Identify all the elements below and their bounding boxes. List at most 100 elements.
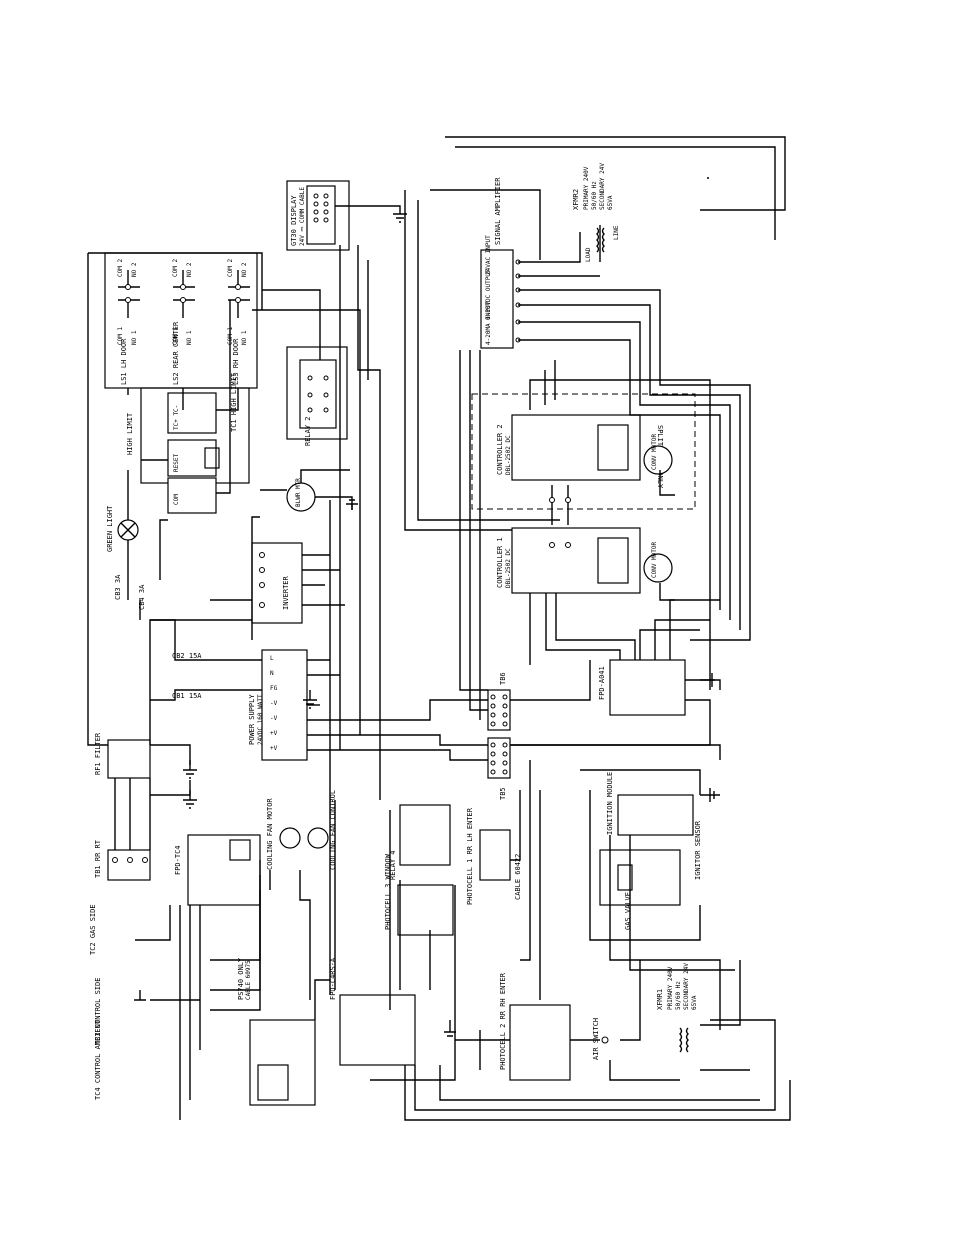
svg-text:RESET: RESET [173,454,180,472]
svg-text:IGNITOR SENSOR: IGNITOR SENSOR [694,820,702,880]
fpd-a041: FPD-A041 [598,659,686,716]
fpd-tc4: FPD-TC4 [174,834,261,906]
signal-amp-label: SIGNAL AMPLIFIER [494,177,502,245]
svg-text:DBL-2502 DC: DBL-2502 DC [505,548,512,588]
svg-text:-V: -V [270,700,278,707]
xfmr2-transformer: XFMR2 PRIMARY 240V 50/60 Hz SECONDARY 24… [572,163,620,262]
svg-text:BLWR MTR: BLWR MTR [295,478,302,507]
svg-text:TB6: TB6 [499,672,507,685]
controller2-label: CONTROLLER 2 [496,424,504,475]
rf1-filter: RF1 FILTER [94,732,151,779]
svg-text:IGNITION MODULE: IGNITION MODULE [606,772,614,835]
svg-text:FPD-C4RS-A: FPD-C4RS-A [329,957,337,1000]
svg-text:CONV MOTOR: CONV MOTOR [651,433,658,470]
svg-text:LINE: LINE [613,225,620,240]
svg-text:N: N [270,670,274,677]
tc3-label: TC3 CONTROL SIDE [94,978,102,1045]
gt30-sub: 24V ⎓ COMM CABLE [299,187,306,246]
connector-pins [112,497,571,863]
high-limit-module: TC+ TC- RESET COM HIGH LIMIT TC1 HIGH LI… [126,372,250,514]
controller-1: CONTROLLER 1 DBL-2502 DC CONV MOTOR [496,527,673,594]
svg-text:+V: +V [270,730,278,737]
svg-text:LOAD: LOAD [585,247,592,262]
relay-2: RELAY 2 [286,346,348,446]
tc1-label: TC1 HIGH LIMIT [230,372,238,432]
high-limit-label: HIGH LIMIT [126,412,134,455]
photocell-3: PHOTOCELL 3 WINDOW [384,853,454,936]
cb2-label: CB2 15A [172,652,202,660]
relay2-label: RELAY 2 [304,416,312,446]
cb1-label: CB1 15A [172,692,202,700]
svg-text:-V: -V [270,715,278,722]
inverter-label: INVERTER [282,575,290,610]
fpd-a041-label: FPD-A041 [598,666,606,700]
svg-text:COM 2: COM 2 [117,259,124,277]
ls2-label: LS2 REAR CENTER [172,321,180,385]
svg-text:PHOTOCELL 3 WINDOW: PHOTOCELL 3 WINDOW [384,853,392,930]
photocell-2: PHOTOCELL 2 RR RH ENTER [499,972,571,1081]
wiring [87,136,791,1121]
svg-text:SECONDARY 24V: SECONDARY 24V [599,163,606,210]
svg-text:24VAC INPUT: 24VAC INPUT [485,235,492,275]
svg-text:65VA: 65VA [691,995,698,1010]
svg-text:50/60 Hz: 50/60 Hz [591,181,598,210]
svg-text:FPD-TC4: FPD-TC4 [174,845,182,875]
xfmr2-label: XFMR2 [572,189,580,210]
svg-text:PRIMARY 240V: PRIMARY 240V [667,966,674,1010]
svg-text:24VDC 160 WATT: 24VDC 160 WATT [257,694,264,745]
svg-text:SECONDARY 24V: SECONDARY 24V [683,963,690,1010]
ls1-label: LS1 LH DOOR [120,338,128,385]
svg-text:TB1 RR RT: TB1 RR RT [94,839,102,878]
svg-text:XFMR1: XFMR1 [656,989,664,1010]
svg-text:L: L [270,655,274,662]
svg-text:4-20MA INPUT: 4-20MA INPUT [485,301,492,345]
svg-text:NO 2: NO 2 [131,262,138,277]
svg-text:NO 2: NO 2 [241,262,248,277]
cb3-label: CB3 3A [114,574,122,600]
power-supply-label: POWER SUPPLY [248,694,256,745]
svg-text:FG: FG [270,685,278,692]
svg-text:NO 2: NO 2 [186,262,193,277]
svg-text:TC+ TC-: TC+ TC- [173,405,180,430]
svg-text:NO 1: NO 1 [186,330,193,345]
svg-text:DBL-2502 DC: DBL-2502 DC [505,435,512,475]
tc2-label: TC2 GAS SIDE [89,904,97,955]
svg-text:CABLE 60422: CABLE 60422 [514,854,522,900]
svg-text:0-10VDC OUTPUT: 0-10VDC OUTPUT [485,269,492,320]
svg-text:COM 2: COM 2 [172,259,179,277]
green-light: GREEN LIGHT [106,505,139,552]
svg-text:TB5: TB5 [499,787,507,800]
svg-text:CABLE 60975: CABLE 60975 [245,960,252,1000]
svg-text:COM 2: COM 2 [227,259,234,277]
svg-text:PHOTOCELL 2 RR RH ENTER: PHOTOCELL 2 RR RH ENTER [499,972,507,1070]
svg-text:GAS VALVE: GAS VALVE [624,892,632,930]
svg-text:COM: COM [173,494,180,505]
rf1-label: RF1 FILTER [94,732,102,775]
cooling-fan-control-label: COOLING FAN CONTROL [329,790,337,870]
svg-text:PRIMARY 240V: PRIMARY 240V [583,166,590,210]
tb6: TB6 [487,672,511,731]
svg-text:NO 1: NO 1 [241,330,248,345]
svg-text:PHOTOCELL 1 RR LH ENTER: PHOTOCELL 1 RR LH ENTER [466,807,474,905]
door-limit-switches: COM 2 NO 2 COM 2 NO 2 COM 2 NO 2 COM 1 N… [104,252,258,389]
ls3-label: LS3 RH DOOR [232,338,240,385]
relay-4: RELAY 4 [389,804,451,880]
svg-text:50/60 Hz: 50/60 Hz [675,981,682,1010]
svg-text:CONV MOTOR: CONV MOTOR [651,541,658,578]
ground-symbols [134,470,720,1037]
cb4-label: CB4 3A [138,584,146,610]
cooling-fan-motor-label: COOLING FAN MOTOR [266,798,274,870]
gt30-label: GT30 DISPLAY [290,195,298,246]
gt30-display: GT30 DISPLAY 24V ⎓ COMM CABLE [286,180,407,251]
svg-text:PS740 ONLY: PS740 ONLY [237,957,245,1000]
tb1: TB1 RR RT [94,839,151,881]
controller-2: CONTROLLER 2 DBL-2502 DC SPLIT BELT ONLY… [471,393,696,510]
cooling-fans: COOLING FAN MOTOR COOLING FAN CONTROL [266,790,337,870]
svg-text:COM 1: COM 1 [172,327,179,345]
tb5: TB5 [487,737,511,800]
svg-text:COM 1: COM 1 [117,327,124,345]
photocell-1: PHOTOCELL 1 RR LH ENTER CABLE 60422 [466,807,522,905]
svg-text:65VA: 65VA [607,195,614,210]
